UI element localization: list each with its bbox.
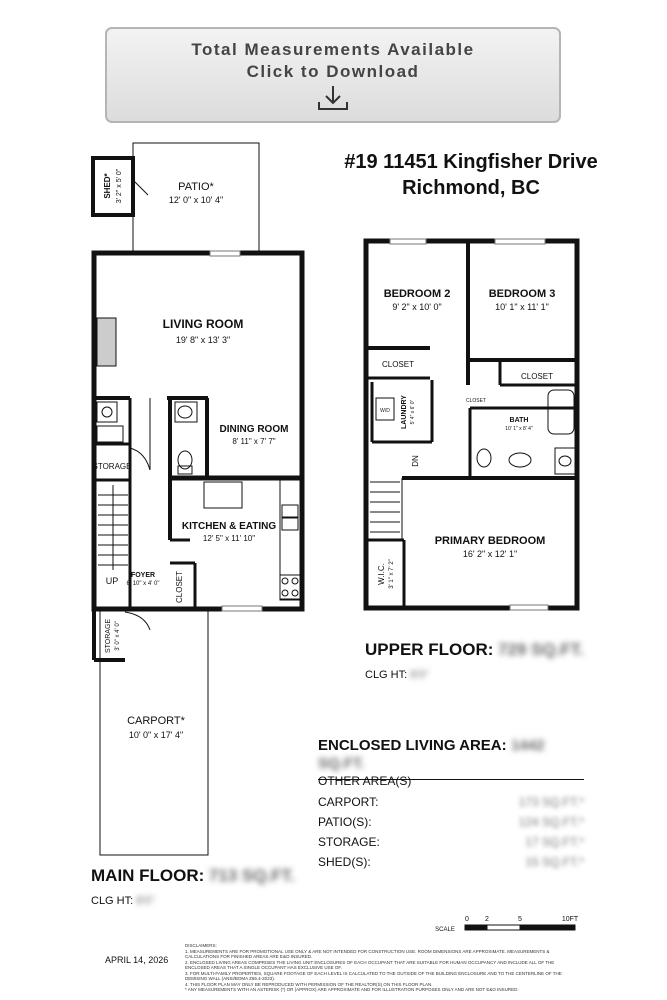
download-banner[interactable]: Total Measurements Available Click to Do… xyxy=(105,27,561,123)
storage-area-label: STORAGE: xyxy=(318,835,380,849)
storage-row: STORAGE: 17 SQ.FT.* xyxy=(318,835,584,849)
dn-label: DN xyxy=(411,455,420,467)
bed2-dim: 9' 2" x 10' 0" xyxy=(392,302,441,312)
kitchen-dim: 12' 5" x 11' 10" xyxy=(203,534,255,543)
up-label: UP xyxy=(106,576,119,586)
scale-tick-10: 10FT xyxy=(562,916,579,923)
upper-floor-label: UPPER FLOOR: xyxy=(365,640,494,659)
living-dim: 19' 8" x 13' 3" xyxy=(176,335,230,345)
carport-area-label: CARPORT: xyxy=(318,795,379,809)
disclaimer-line: 4. THIS FLOOR PLAN MAY ONLY BE REPRODUCE… xyxy=(185,981,433,987)
laundry-label: LAUNDRY xyxy=(401,395,408,429)
upper-floor-summary: UPPER FLOOR: 729 SQ.FT. CLG HT: 8'0" xyxy=(365,640,584,681)
shed-label: SHED* xyxy=(103,172,112,198)
kitchen-label: KITCHEN & EATING xyxy=(182,521,276,532)
scale-tick-2: 2 xyxy=(485,916,489,923)
address-line-2: Richmond, BC xyxy=(402,177,540,199)
carport-outline xyxy=(99,608,209,856)
disclaimer-line: 2. ENCLOSED LIVING AREAS COMPRISES THE L… xyxy=(185,959,555,971)
disclaimer-line: * ANY MEASUREMENTS WITH AN ASTERISK (*) … xyxy=(185,987,519,992)
shed-area-label: SHED(S): xyxy=(318,855,371,869)
patio-dim: 12' 0" x 10' 4" xyxy=(169,195,223,205)
storage2-dim: 3' 0" x 4' 0" xyxy=(115,621,121,651)
storage2-label: STORAGE xyxy=(105,619,112,653)
main-floor-summary: MAIN FLOOR: 713 SQ.FT. CLG HT: 8'0" xyxy=(91,866,295,907)
enclosed-living-area: ENCLOSED LIVING AREA: 1442 SQ.FT. xyxy=(318,737,584,780)
primary-dim: 16' 2" x 12' 1" xyxy=(463,549,517,559)
disclaimer-line: 3. FOR MULTI-FAMILY PROPERTIES, SQUARE F… xyxy=(185,970,562,982)
storage-area-value: 17 SQ.FT.* xyxy=(525,835,584,849)
bed3-label: BEDROOM 3 xyxy=(489,288,556,300)
main-clg-value: 8'0" xyxy=(136,895,155,907)
foyer-label: FOYER xyxy=(131,572,155,579)
main-clg-label: CLG HT: xyxy=(91,895,134,907)
disclaimer-title: DISCLAIMERS: xyxy=(185,943,217,948)
upper-floor-area: 729 SQ.FT. xyxy=(497,640,584,659)
other-areas-row: OTHER AREA(S) xyxy=(318,774,584,788)
scale-label: SCALE xyxy=(435,927,455,933)
enclosed-label: ENCLOSED LIVING AREA: xyxy=(318,737,507,754)
living-label: LIVING ROOM xyxy=(163,317,244,331)
closet1-label: CLOSET xyxy=(382,360,414,369)
address-line-1: #19 11451 Kingfisher Drive xyxy=(344,151,598,173)
shed-row: SHED(S): 15 SQ.FT.* xyxy=(318,855,584,869)
download-icon xyxy=(318,86,348,110)
closet-label: CLOSET xyxy=(175,571,184,603)
dining-label: DINING ROOM xyxy=(220,424,289,435)
dining-dim: 8' 11" x 7' 7" xyxy=(232,437,275,446)
wic-label: W.I.C. xyxy=(377,563,386,585)
main-floor-label: MAIN FLOOR: xyxy=(91,866,205,885)
wd-label: W/D xyxy=(380,408,390,414)
bath-label: BATH xyxy=(510,417,529,424)
storage-label: STORAGE xyxy=(93,462,132,471)
patio-label: PATIO* xyxy=(178,181,214,193)
carport-row: CARPORT: 173 SQ.FT.* xyxy=(318,795,584,809)
wic-dim: 3' 1" x 7' 2" xyxy=(389,559,395,589)
primary-label: PRIMARY BEDROOM xyxy=(435,535,546,547)
address: #19 11451 Kingfisher Drive Richmond, BC xyxy=(318,149,624,201)
patio-area-value: 124 SQ.FT.* xyxy=(518,815,584,829)
carport-label: CARPORT* xyxy=(127,715,186,727)
bed3-dim: 10' 1" x 11' 1" xyxy=(495,302,549,312)
fireplace xyxy=(96,317,117,367)
scale-tick-5: 5 xyxy=(518,916,522,923)
other-areas-label: OTHER AREA(S) xyxy=(318,774,412,788)
shed-outline xyxy=(91,156,135,217)
disclaimer: DISCLAIMERS: 1. MEASUREMENTS ARE FOR PRO… xyxy=(185,943,575,993)
foyer-dim: 6' 10" x 4' 0" xyxy=(127,581,160,587)
patio-area-label: PATIO(S): xyxy=(318,815,372,829)
patio-row: PATIO(S): 124 SQ.FT.* xyxy=(318,815,584,829)
shed-area-value: 15 SQ.FT.* xyxy=(525,855,584,869)
scale-tick-0: 0 xyxy=(465,916,469,923)
carport-dim: 10' 0" x 17' 4" xyxy=(129,730,183,740)
bed2-label: BEDROOM 2 xyxy=(384,288,451,300)
upper-clg-label: CLG HT: xyxy=(365,669,408,681)
upper-floor-walls xyxy=(363,238,580,611)
closet3-label: CLOSET xyxy=(466,398,486,404)
laundry-dim: 5' 4" x 6' 0" xyxy=(410,399,416,424)
main-floor-area: 713 SQ.FT. xyxy=(208,866,295,885)
plan-date: APRIL 14, 2026 xyxy=(105,955,169,965)
banner-line-1: Total Measurements Available xyxy=(191,40,475,59)
bath-dim: 10' 1" x 8' 4" xyxy=(505,426,533,432)
banner-line-2: Click to Download xyxy=(246,62,420,81)
upper-clg-value: 8'0" xyxy=(410,669,429,681)
disclaimer-line: 1. MEASUREMENTS ARE FOR PROMOTIONAL USE … xyxy=(185,948,550,960)
carport-area-value: 173 SQ.FT.* xyxy=(518,795,584,809)
shed-dim: 3' 2" x 5' 0" xyxy=(116,168,123,203)
closet2-label: CLOSET xyxy=(521,372,553,381)
enclosed-value: 1442 SQ.FT. xyxy=(318,737,545,772)
